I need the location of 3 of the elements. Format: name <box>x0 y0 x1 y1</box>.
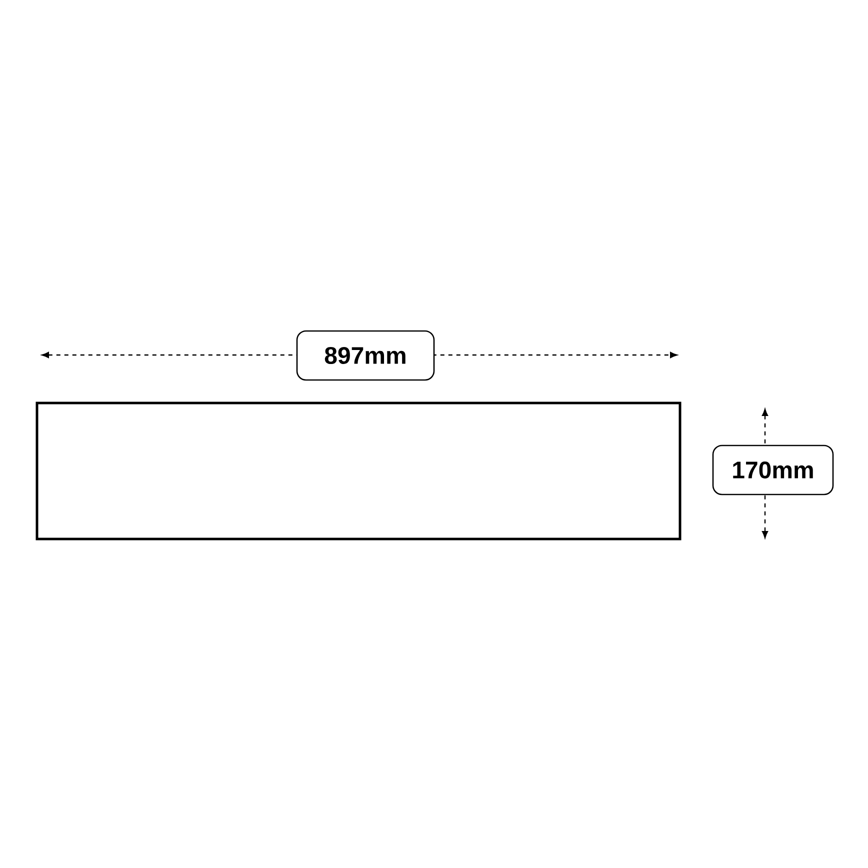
panel-outline <box>36 402 682 540</box>
dimension-label: 897mm <box>296 330 435 381</box>
dimension-label: 170mm <box>712 444 834 496</box>
